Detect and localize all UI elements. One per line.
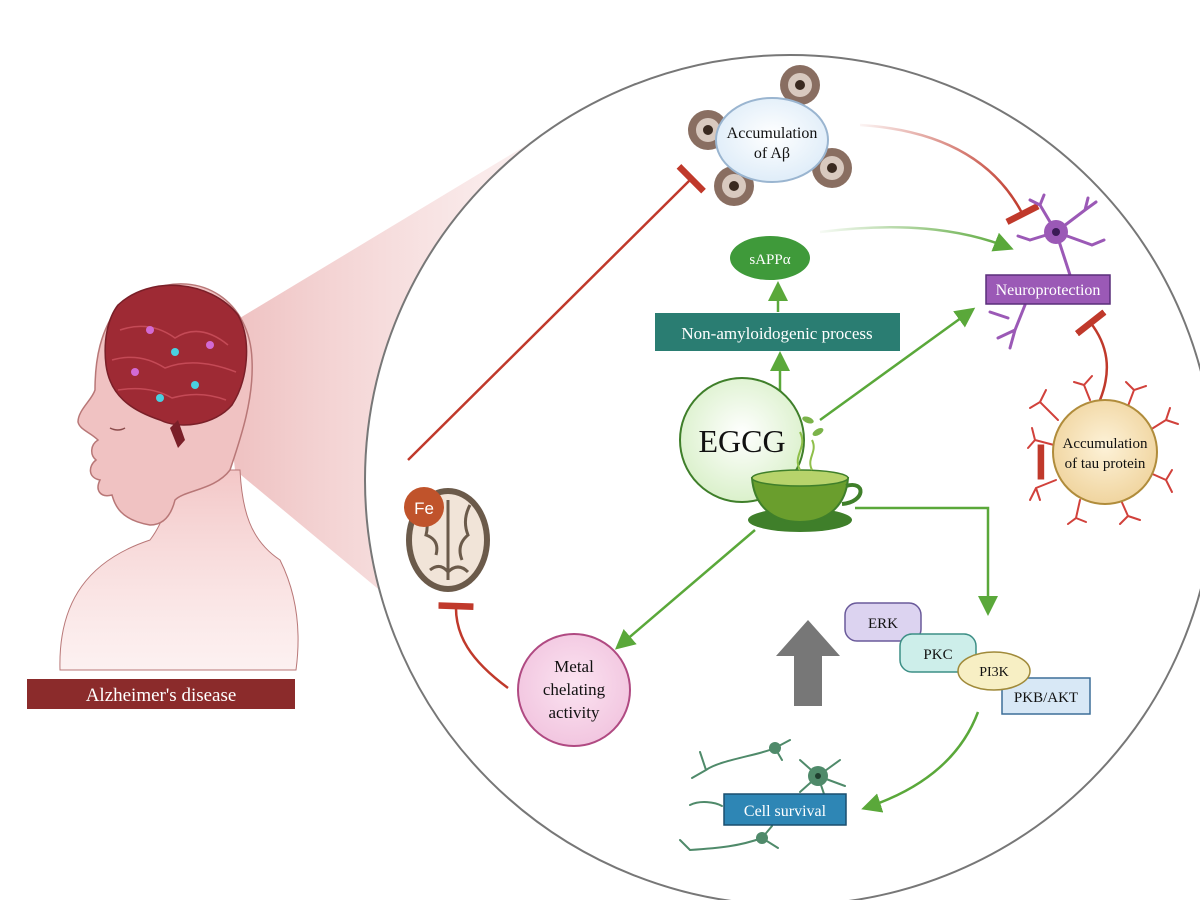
tau-inhibit-neuroprotection — [1074, 309, 1109, 401]
inhibit-abeta-arrow — [407, 164, 706, 461]
iron-badge: Fe — [404, 487, 444, 527]
abeta-inhibit-neuroprotection — [859, 123, 1040, 225]
pathway-to-cell-survival-arrow — [861, 711, 980, 813]
abeta-label-line2: of Aβ — [754, 145, 790, 162]
pkc-node: PKC — [899, 633, 977, 673]
pkb-label: PKB/AKT — [1014, 690, 1078, 706]
metal-inhibit-iron-arrow — [438, 602, 509, 690]
erk-node: ERK — [844, 602, 922, 642]
metal-label-line1: Metal — [554, 657, 594, 676]
green-tea-cup-icon — [748, 416, 863, 532]
neuroprotection-label: Neuroprotection — [996, 282, 1101, 299]
sappa-to-neuroprotection-arrow — [819, 226, 1014, 252]
pi3k-label: PI3K — [979, 665, 1009, 680]
abeta-label-line1: Accumulation — [727, 125, 818, 142]
metal-label-line2: chelating — [543, 680, 606, 699]
tau-tangle-icon — [1027, 375, 1179, 525]
cell-survival-node: Cell survival — [723, 793, 847, 826]
sappa-label: sAPPα — [749, 252, 790, 268]
egcg-to-pathway-arrow — [855, 506, 998, 616]
human-head-brain-icon — [59, 283, 299, 671]
egcg-to-metal-arrow — [614, 529, 756, 650]
disease-label: Alzheimer's disease — [86, 685, 237, 706]
egcg-label: EGCG — [698, 423, 785, 459]
sappa-node: sAPPα — [730, 236, 810, 280]
neuron-icon — [988, 193, 1106, 350]
tau-node: Accumulation of tau protein — [1052, 399, 1158, 505]
abeta-node: Accumulation of Aβ — [715, 97, 829, 183]
cell-neurons-icon — [679, 739, 846, 851]
cell-survival-label: Cell survival — [744, 803, 827, 820]
up-arrow-icon — [776, 620, 840, 706]
erk-label: ERK — [868, 616, 898, 632]
alzheimers-disease-banner: Alzheimer's disease — [27, 679, 295, 709]
pathway-cascade: ERK PKC PKB/AKT PI3K — [844, 602, 1091, 715]
tau-label-line1: Accumulation — [1063, 436, 1148, 452]
pi3k-node: PI3K — [957, 651, 1031, 691]
nonamyloid-label: Non-amyloidogenic process — [681, 324, 872, 343]
nonamyloid-node: Non-amyloidogenic process — [655, 313, 900, 351]
iron-label: Fe — [414, 499, 434, 518]
pkc-label: PKC — [923, 647, 952, 663]
metal-chelating-node: Metal chelating activity — [517, 633, 631, 747]
egcg-to-neuroprotection-arrow — [819, 307, 976, 422]
neuroprotection-node: Neuroprotection — [985, 274, 1111, 305]
metal-label-line3: activity — [549, 703, 600, 722]
tau-label-line2: of tau protein — [1065, 456, 1146, 472]
